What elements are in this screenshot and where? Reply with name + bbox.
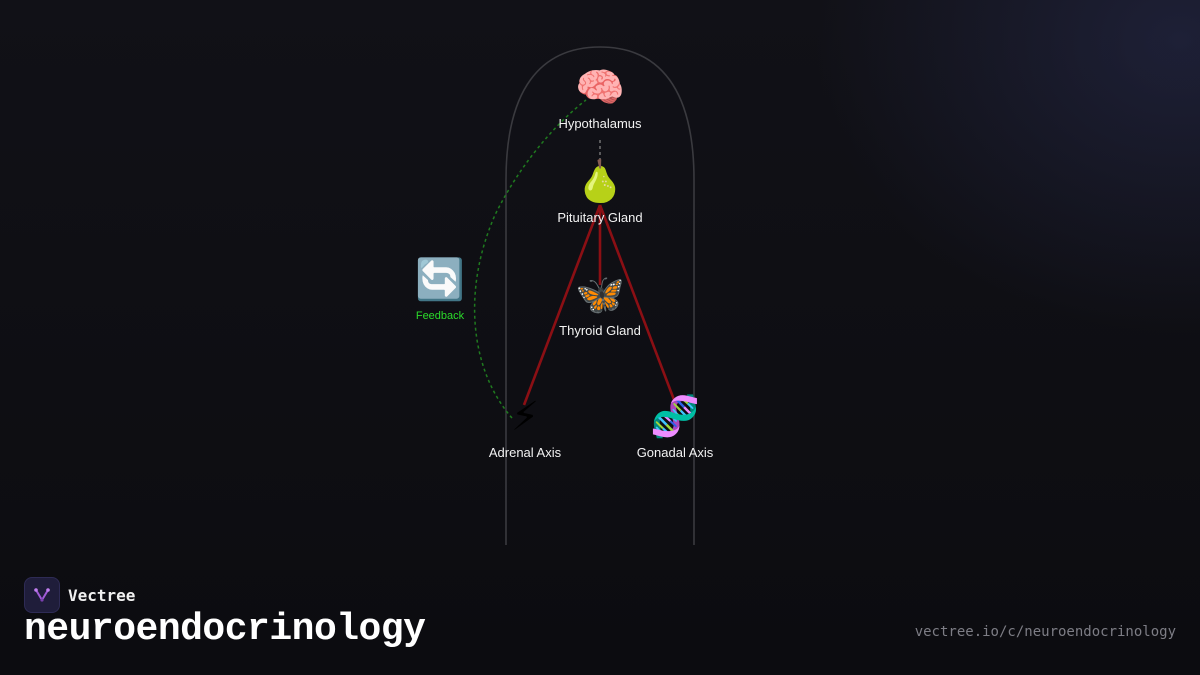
brain-icon: 🧠	[575, 65, 625, 111]
brand-name: Vectree	[68, 585, 136, 605]
node-adrenal[interactable]: ⚡ Adrenal Axis	[465, 393, 585, 460]
node-pituitary[interactable]: 🍐 Pituitary Gland	[540, 158, 660, 225]
node-label: Hypothalamus	[558, 116, 642, 131]
node-label: Thyroid Gland	[559, 323, 641, 338]
node-gonadal[interactable]: 🧬 Gonadal Axis	[615, 393, 735, 460]
feedback-label: Feedback	[415, 310, 465, 322]
edge-pituitary-adrenal	[522, 204, 602, 406]
butterfly-icon: 🦋	[575, 272, 625, 318]
page-url[interactable]: vectree.io/c/neuroendocrinology	[914, 624, 1176, 640]
pear-icon: 🍐	[575, 159, 625, 205]
brand[interactable]: Vectree	[24, 577, 135, 613]
edge-pituitary-gonadal	[598, 204, 678, 406]
node-label: Gonadal Axis	[636, 445, 714, 460]
node-feedback[interactable]: 🔄 Feedback	[400, 256, 480, 322]
refresh-icon: 🔄	[415, 257, 465, 303]
node-label: Pituitary Gland	[557, 210, 643, 225]
page-title: neuroendocrinology	[24, 608, 426, 651]
node-hypothalamus[interactable]: 🧠 Hypothalamus	[540, 64, 660, 131]
feedback-loop	[473, 99, 587, 419]
lightning-icon: ⚡	[510, 394, 540, 440]
vectree-logo-icon	[24, 577, 60, 613]
dna-icon: 🧬	[650, 394, 700, 440]
node-thyroid[interactable]: 🦋 Thyroid Gland	[540, 271, 660, 338]
node-label: Adrenal Axis	[488, 445, 562, 460]
body-outline	[505, 46, 695, 545]
